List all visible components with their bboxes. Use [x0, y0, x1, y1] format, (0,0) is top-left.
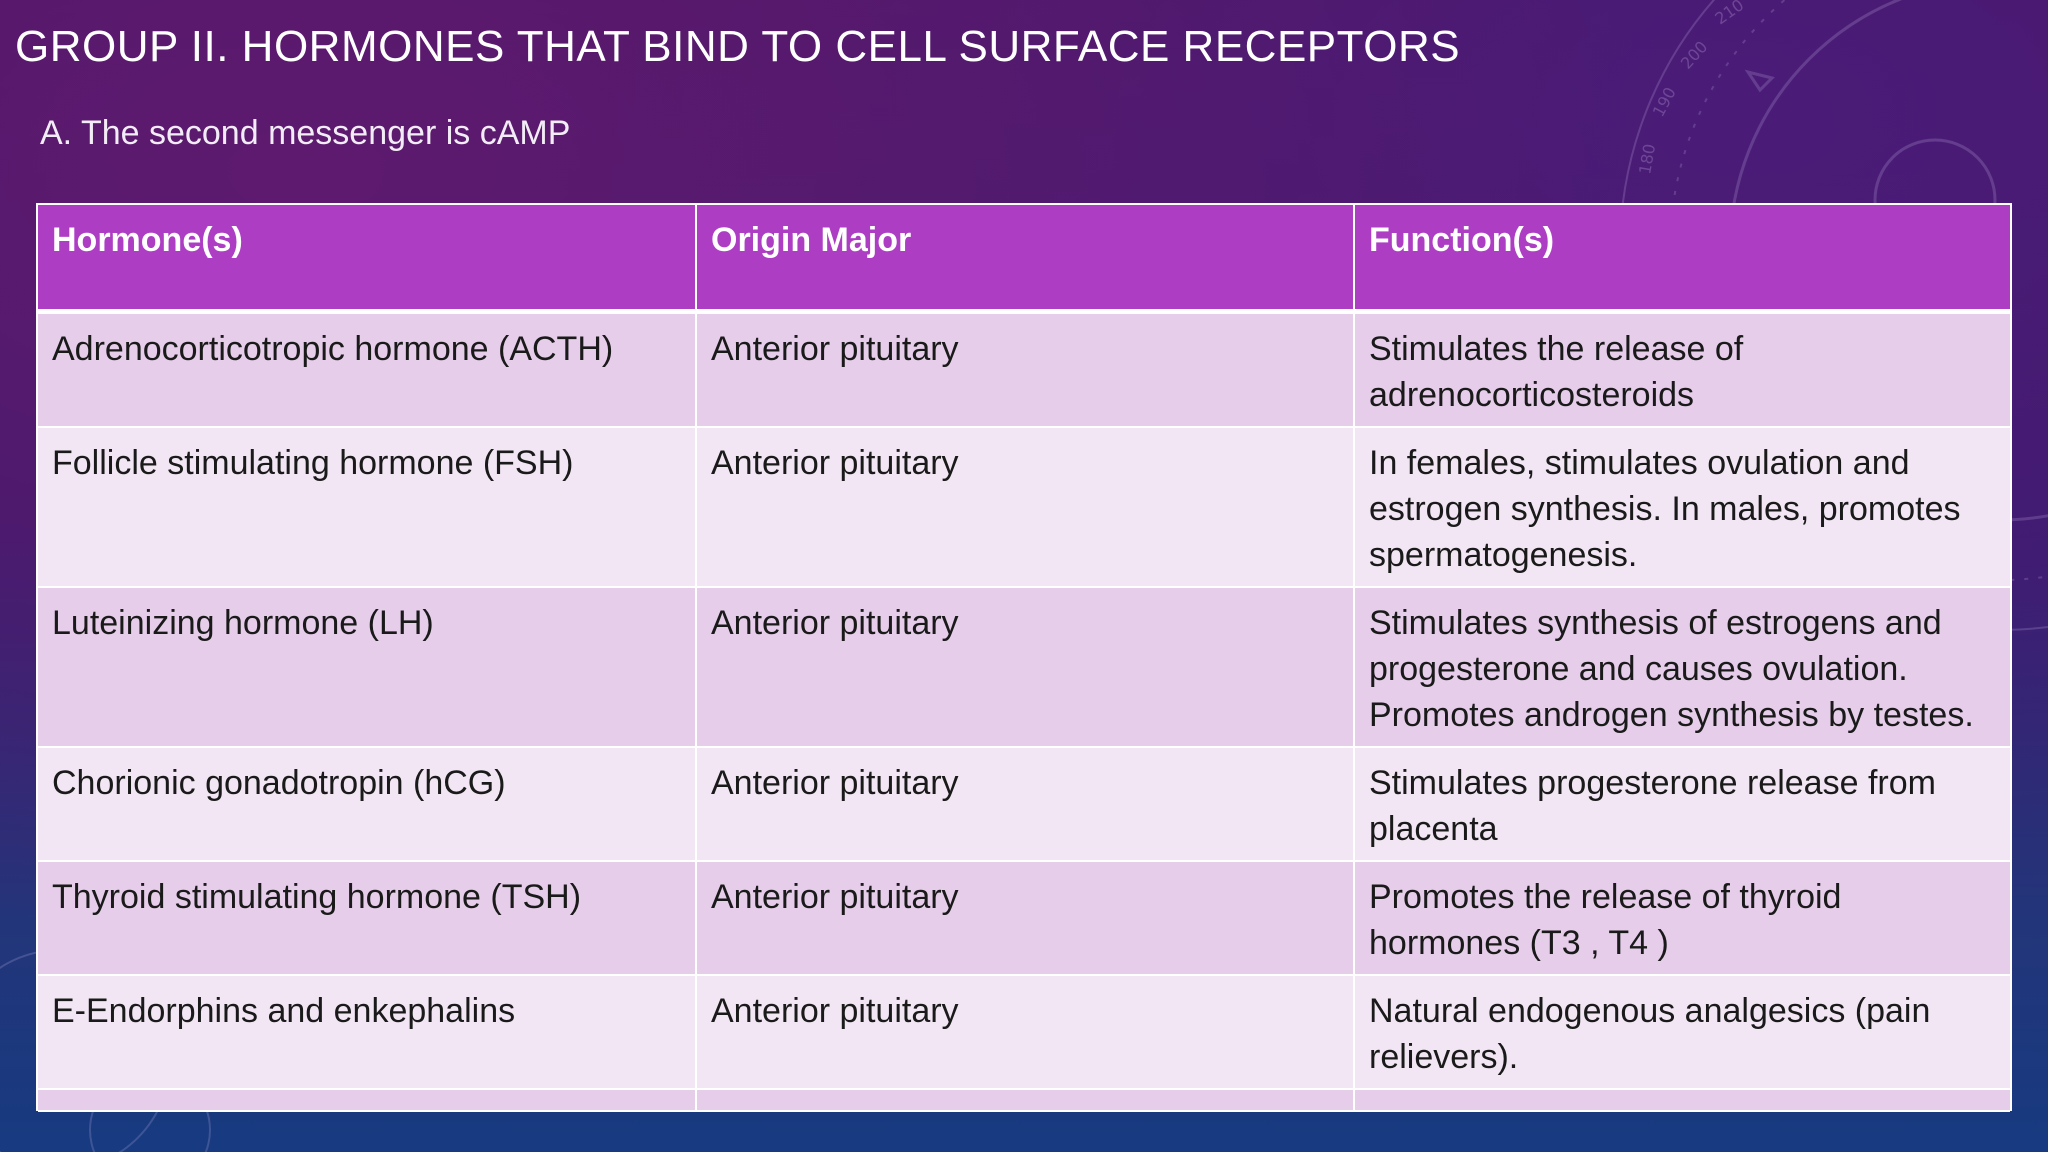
column-header-hormones: Hormone(s) [38, 205, 697, 314]
table-row: Luteinizing hormone (LH) Anterior pituit… [38, 586, 2010, 748]
origin-cell: Anterior pituitary [696, 860, 1355, 976]
hormone-table-container: Hormone(s) Origin Major Function(s) Adre… [36, 203, 2012, 1112]
table-row: E-Endorphins and enkephalins Anterior pi… [38, 974, 2010, 1090]
function-cell: Stimulates synthesis of estrogens and pr… [1354, 586, 2010, 748]
slide-subtitle: A. The second messenger is cAMP [40, 114, 571, 152]
origin-cell: Anterior pituitary [696, 426, 1355, 588]
hormone-cell [38, 1088, 697, 1112]
function-cell: Natural endogenous analgesics (pain reli… [1354, 974, 2010, 1090]
origin-cell: Anterior pituitary [696, 974, 1355, 1090]
origin-cell [696, 1088, 1355, 1112]
hormone-cell: Thyroid stimulating hormone (TSH) [38, 860, 697, 976]
function-cell: Stimulates the release of adrenocorticos… [1354, 311, 2010, 428]
function-cell: In females, stimulates ovulation and est… [1354, 426, 2010, 588]
origin-cell: Anterior pituitary [696, 586, 1355, 748]
hormone-table: Hormone(s) Origin Major Function(s) Adre… [38, 205, 2010, 1112]
hormone-cell: Luteinizing hormone (LH) [38, 586, 697, 748]
table-row [38, 1088, 2010, 1112]
dial-number: 180 [1635, 142, 1659, 175]
function-cell: Stimulates progesterone release from pla… [1354, 746, 2010, 862]
column-header-origin: Origin Major [696, 205, 1355, 314]
table-row: Adrenocorticotropic hormone (ACTH) Anter… [38, 311, 2010, 428]
origin-cell: Anterior pituitary [696, 311, 1355, 428]
hormone-cell: Follicle stimulating hormone (FSH) [38, 426, 697, 588]
hormone-cell: Adrenocorticotropic hormone (ACTH) [38, 311, 697, 428]
dial-number: 210 [1711, 0, 1747, 28]
dial-number: 200 [1677, 37, 1712, 72]
table-row: Thyroid stimulating hormone (TSH) Anteri… [38, 860, 2010, 976]
slide-title: GROUP II. HORMONES THAT BIND TO CELL SUR… [15, 22, 1461, 71]
dial-number: 190 [1649, 84, 1680, 120]
column-header-functions: Function(s) [1354, 205, 2010, 314]
hormone-cell: Chorionic gonadotropin (hCG) [38, 746, 697, 862]
function-cell: Promotes the release of thyroid hormones… [1354, 860, 2010, 976]
function-cell [1354, 1088, 2010, 1112]
table-header-row: Hormone(s) Origin Major Function(s) [38, 205, 2010, 314]
hormone-cell: E-Endorphins and enkephalins [38, 974, 697, 1090]
origin-cell: Anterior pituitary [696, 746, 1355, 862]
table-row: Follicle stimulating hormone (FSH) Anter… [38, 426, 2010, 588]
table-row: Chorionic gonadotropin (hCG) Anterior pi… [38, 746, 2010, 862]
